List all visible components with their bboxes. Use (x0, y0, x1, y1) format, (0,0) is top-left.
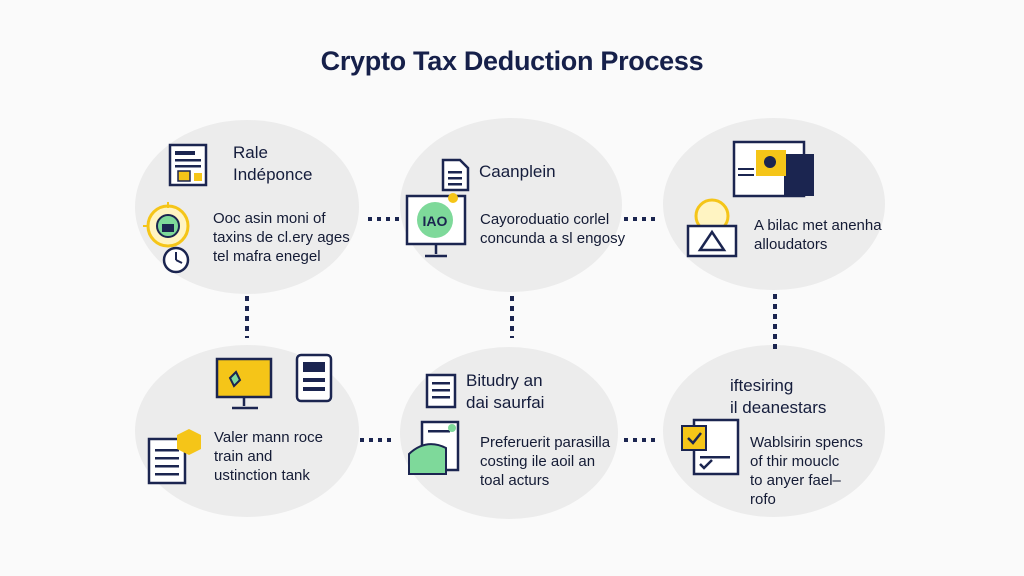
checklist-icon (680, 412, 742, 478)
step-4-body-line-1: Valer mann roce (214, 429, 323, 446)
step-6-body-line-3: to anyer fael– (750, 472, 841, 489)
step-4-body-line-2: train and (214, 448, 273, 465)
step-5-heading-line-2: dai saurfai (466, 393, 545, 412)
report-icon (424, 372, 460, 410)
step-5-body-line-1: Preferuerit parasilla (480, 434, 611, 451)
connector-1-2 (368, 217, 400, 221)
step-1-body-line-2: taxins de cl.ery ages (213, 229, 350, 246)
connector-1-4 (245, 296, 249, 338)
step-5-body-line-2: costing ile aoil an (480, 453, 596, 470)
step-2-heading: Caanplein (479, 162, 556, 181)
step-2-body-line-2: concunda a sl engosy (480, 230, 626, 247)
step-6-body-line-2: of thir mouclc (750, 453, 840, 470)
document-chart-icon (168, 143, 212, 189)
step-1-heading-line-2: Indéponce (233, 165, 313, 184)
monitor-coin-icon: IAO (405, 192, 469, 260)
list-document-icon (145, 425, 207, 487)
step-5-heading-line-1: Bitudry an (466, 371, 543, 390)
step-6-body-line-4: rofo (750, 491, 776, 508)
monitor-label: IAO (423, 213, 448, 229)
connector-2-5 (510, 296, 514, 338)
connector-5-6 (624, 438, 656, 442)
step-6-heading-line-1: iftesiring (730, 376, 794, 395)
step-1-heading-line-1: Rale (233, 143, 268, 162)
connector-4-5 (360, 438, 392, 442)
calculator-icon (294, 352, 334, 404)
step-6-heading-line-2: il deanestars (730, 398, 827, 417)
clock-icon (162, 246, 190, 274)
coin-target-icon (143, 202, 193, 250)
bank-vault-icon (684, 198, 744, 260)
diagram-title: Crypto Tax Deduction Process (320, 46, 704, 76)
step-1-body-line-3: tel mafra enegel (213, 248, 321, 265)
step-3-body-line-1: A bilac met anenha (754, 217, 882, 234)
connector-3-6 (773, 294, 777, 350)
step-6-body-line-1: Wablsirin spencs (750, 434, 863, 451)
folder-growth-icon (406, 418, 466, 480)
step-2-body-line-1: Cayoroduatio corlel (480, 211, 610, 228)
step-4-body-line-3: ustinction tank (214, 467, 310, 484)
document-icon (440, 157, 472, 193)
monitor-user-icon (214, 356, 274, 412)
step-3-body-line-2: alloudators (754, 236, 828, 253)
connector-2-3 (624, 217, 656, 221)
laptop-badge-icon (730, 140, 818, 202)
step-5-body-line-3: toal acturs (480, 472, 550, 489)
step-1-body-line-1: Ooc asin moni of (213, 210, 326, 227)
